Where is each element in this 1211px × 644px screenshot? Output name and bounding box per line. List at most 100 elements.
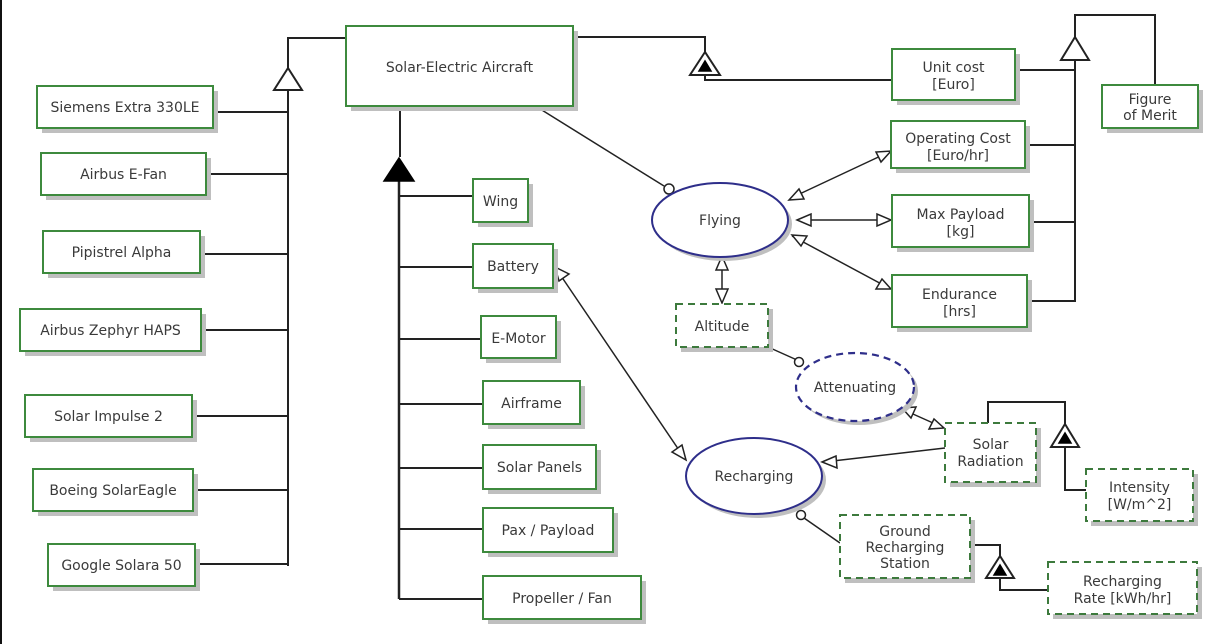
- arrowhead-icon: [670, 443, 688, 462]
- object-label-line1: Figure: [1129, 92, 1172, 108]
- object-battery[interactable]: Battery: [472, 243, 558, 293]
- generalization-triangle-root: [272, 66, 304, 91]
- effect-link-endurance: [791, 235, 888, 288]
- arrowhead-icon: [790, 234, 809, 248]
- exhibition-link-root: [573, 36, 706, 52]
- object-label-line2: [W/m^2]: [1108, 497, 1172, 513]
- link-unitcost-exhibition: [704, 75, 892, 81]
- object-boeing-solareagle[interactable]: Boeing SolarEagle: [32, 468, 198, 516]
- object-solar-electric-aircraft[interactable]: Solar-Electric Aircraft: [345, 25, 578, 111]
- object-unit-cost[interactable]: Unit cost [Euro]: [891, 48, 1020, 105]
- object-max-payload[interactable]: Max Payload [kg]: [891, 194, 1034, 252]
- object-label-line1: Endurance: [922, 287, 997, 303]
- arrowhead-icon: [874, 277, 893, 290]
- object-siemens-extra-330le[interactable]: Siemens Extra 330LE: [36, 85, 218, 133]
- object-altitude[interactable]: Altitude: [675, 303, 773, 352]
- object-label: Airframe: [501, 396, 562, 412]
- process-label: Recharging: [715, 469, 794, 485]
- process-label: Attenuating: [814, 380, 896, 396]
- process-attenuating[interactable]: Attenuating: [794, 351, 918, 425]
- link-recharging-rate: [999, 578, 1048, 591]
- object-label: Battery: [487, 259, 539, 275]
- object-label-line1: Operating Cost: [905, 131, 1011, 147]
- object-google-solara-50[interactable]: Google Solara 50: [47, 543, 200, 591]
- object-label-line2: Rate [kWh/hr]: [1074, 591, 1172, 607]
- arrowhead-icon: [714, 254, 730, 271]
- generalization-link-fom: [1074, 14, 1156, 85]
- exhibition-triangle-radiation: [1049, 422, 1081, 448]
- link-intensity: [1064, 447, 1086, 491]
- arrowhead-icon: [795, 212, 812, 228]
- object-label: E-Motor: [491, 331, 546, 347]
- object-wing[interactable]: Wing: [472, 178, 533, 227]
- aggregation-triangle: [382, 156, 416, 182]
- instrument-link-end: [793, 356, 805, 368]
- agent-link-flying: [536, 106, 665, 187]
- object-recharging-rate[interactable]: Recharging Rate [kWh/hr]: [1047, 561, 1202, 619]
- arrowhead-icon: [787, 187, 806, 201]
- object-airframe[interactable]: Airframe: [482, 380, 585, 429]
- object-figure-of-merit[interactable]: Figure of Merit: [1101, 84, 1203, 133]
- process-label: Flying: [699, 213, 741, 229]
- object-label: Pipistrel Alpha: [72, 245, 172, 261]
- environmental-objects: Altitude Solar Radiation Intensity [W/m^…: [675, 303, 1202, 619]
- process-flying[interactable]: Flying: [651, 182, 792, 261]
- object-airbus-e-fan[interactable]: Airbus E-Fan: [40, 152, 211, 200]
- object-label-line3: Station: [880, 556, 930, 572]
- object-label: Google Solara 50: [61, 558, 181, 574]
- object-label: Boeing SolarEagle: [49, 483, 176, 499]
- object-e-motor[interactable]: E-Motor: [480, 315, 561, 363]
- object-solar-impulse-2[interactable]: Solar Impulse 2: [24, 394, 197, 442]
- object-label-line2: of Merit: [1123, 108, 1177, 124]
- object-pax-payload[interactable]: Pax / Payload: [482, 507, 618, 557]
- object-label: Altitude: [695, 319, 750, 335]
- object-label: Solar Panels: [497, 460, 582, 476]
- object-label-line1: Solar: [973, 437, 1009, 453]
- object-label-line2: [kg]: [947, 224, 975, 240]
- object-operating-cost[interactable]: Operating Cost [Euro/hr]: [890, 120, 1030, 173]
- object-pipistrel-alpha[interactable]: Pipistrel Alpha: [42, 230, 205, 278]
- left-border: [0, 0, 2, 644]
- effect-link-opcost: [790, 152, 888, 199]
- object-label-line1: Recharging: [1083, 574, 1162, 590]
- agent-link-end: [663, 183, 675, 195]
- object-label: Propeller / Fan: [512, 591, 612, 607]
- generalization-triangle-fom: [1059, 35, 1091, 61]
- object-intensity[interactable]: Intensity [W/m^2]: [1085, 468, 1198, 526]
- link-symbols: [272, 35, 1091, 579]
- object-endurance[interactable]: Endurance [hrs]: [891, 274, 1032, 332]
- instrument-link-ground: [803, 517, 841, 544]
- instrument-link-ground-end: [795, 509, 807, 521]
- object-label-line2: [Euro]: [932, 77, 975, 93]
- object-label-line2: Radiation: [957, 454, 1023, 470]
- object-ground-recharging-station[interactable]: Ground Recharging Station: [839, 514, 975, 583]
- object-solar-radiation[interactable]: Solar Radiation: [944, 422, 1041, 487]
- object-label-line1: Ground: [879, 524, 931, 540]
- arrowhead-icon: [874, 150, 893, 164]
- object-propeller-fan[interactable]: Propeller / Fan: [482, 575, 646, 624]
- object-label: Pax / Payload: [502, 523, 595, 539]
- links: [192, 14, 1156, 600]
- parts: Wing Battery E-Motor Airframe Solar Pane…: [472, 178, 646, 624]
- exhibition-triangle-ground: [984, 554, 1016, 579]
- object-label-line1: Intensity: [1109, 480, 1170, 496]
- object-label: Wing: [483, 194, 518, 210]
- effect-link-battery: [556, 269, 684, 457]
- process-recharging[interactable]: Recharging: [685, 437, 826, 518]
- exhibition-link-radiation: [987, 401, 1066, 424]
- specializations: Siemens Extra 330LE Airbus E-Fan Pipistr…: [19, 85, 218, 591]
- object-label: Solar Impulse 2: [54, 409, 163, 425]
- arrowhead-icon: [876, 212, 893, 228]
- object-label: Solar-Electric Aircraft: [386, 60, 534, 76]
- object-label: Siemens Extra 330LE: [50, 100, 199, 116]
- arrowhead-icon: [927, 417, 946, 430]
- object-label-line1: Max Payload: [917, 207, 1005, 223]
- consumption-link-radiation: [823, 447, 946, 463]
- object-label: Airbus Zephyr HAPS: [40, 323, 181, 339]
- generalization-link-root: [287, 37, 346, 68]
- object-airbus-zephyr-haps[interactable]: Airbus Zephyr HAPS: [19, 308, 206, 356]
- object-solar-panels[interactable]: Solar Panels: [482, 444, 601, 494]
- object-label-line2: [Euro/hr]: [927, 148, 989, 164]
- attributes: Unit cost [Euro] Operating Cost [Euro/hr…: [890, 48, 1203, 332]
